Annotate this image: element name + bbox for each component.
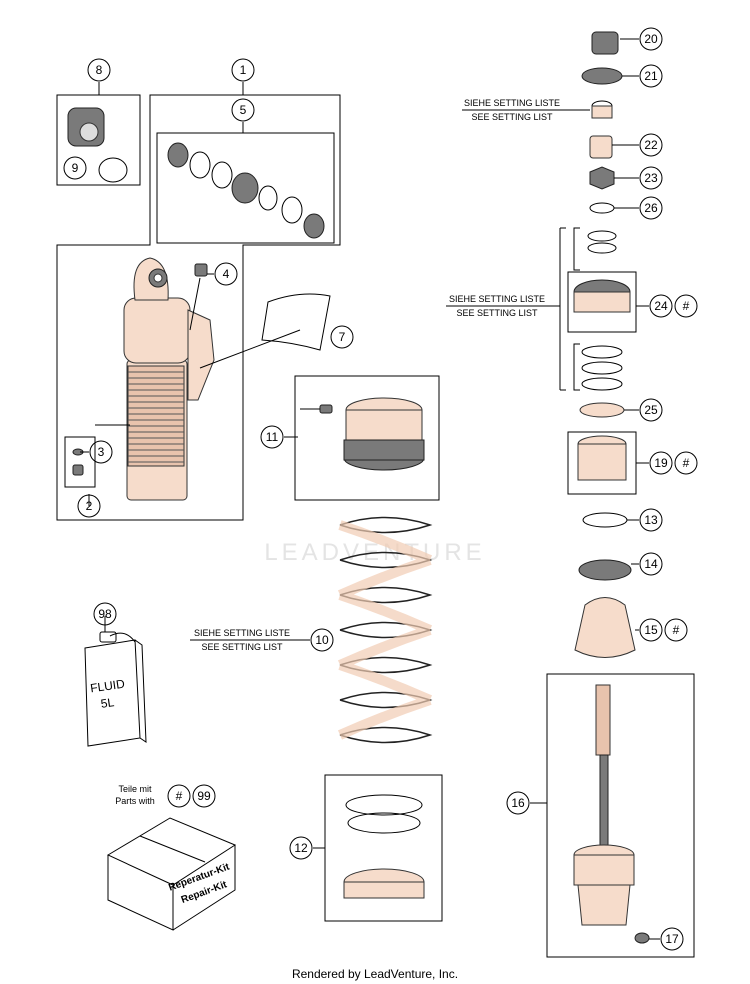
setting-note-de: SIEHE SETTING LISTE [464, 98, 560, 108]
svg-text:10: 10 [315, 633, 329, 647]
callout-15: 15 [639, 618, 663, 642]
callout-10: 10 [310, 628, 334, 652]
fluid-can: FLUID 5L [84, 631, 147, 747]
callout-22: 22 [639, 133, 663, 157]
callout-16: 16 [506, 791, 530, 815]
callout-3: 3 [89, 440, 113, 464]
svg-text:1: 1 [240, 63, 247, 77]
callout-12: 12 [289, 836, 313, 860]
svg-text:3: 3 [98, 445, 105, 459]
callout-5: 5 [231, 98, 255, 122]
svg-text:9: 9 [72, 161, 79, 175]
svg-text:99: 99 [197, 789, 211, 803]
callout-7: 7 [330, 325, 354, 349]
svg-text:7: 7 [339, 330, 346, 344]
svg-text:12: 12 [294, 841, 308, 855]
callout-hash-24: # [674, 294, 698, 318]
svg-text:#: # [673, 623, 680, 637]
setting-note-de: SIEHE SETTING LISTE [194, 628, 290, 638]
callout-11: 11 [260, 425, 284, 449]
setting-note-mid: SIEHE SETTING LISTE SEE SETTING LIST [446, 227, 566, 391]
svg-text:21: 21 [644, 69, 658, 83]
svg-text:23: 23 [644, 171, 658, 185]
svg-text:11: 11 [266, 430, 279, 444]
footer-credit: Rendered by LeadVenture, Inc. [292, 967, 458, 981]
callout-hash-15: # [664, 618, 688, 642]
callout-hash-19: # [674, 451, 698, 475]
svg-text:17: 17 [665, 932, 679, 946]
callout-1: 1 [231, 58, 255, 82]
callout-13: 13 [639, 508, 663, 532]
svg-text:26: 26 [644, 201, 658, 215]
svg-text:5: 5 [240, 103, 247, 117]
repair-kit-box: Reperatur-Kit Repair-Kit Teile mit Parts… [106, 784, 237, 931]
fluid-can-line1: FLUID [89, 677, 126, 696]
svg-text:13: 13 [644, 513, 658, 527]
callout-26: 26 [639, 196, 663, 220]
callout-20: 20 [639, 27, 663, 51]
svg-text:4: 4 [223, 267, 230, 281]
setting-note-de: SIEHE SETTING LISTE [449, 294, 545, 304]
svg-text:25: 25 [644, 403, 658, 417]
svg-text:#: # [683, 456, 690, 470]
callout-23: 23 [639, 166, 663, 190]
svg-text:#: # [683, 299, 690, 313]
damper-stack-group [546, 31, 695, 958]
callout-hash-99: # [167, 784, 191, 808]
callout-21: 21 [639, 64, 663, 88]
callout-4: 4 [214, 262, 238, 286]
svg-text:19: 19 [654, 456, 668, 470]
callout-9: 9 [63, 156, 87, 180]
fluid-can-line2: 5L [100, 695, 115, 711]
kit-label-en: Parts with [115, 796, 155, 806]
callout-24: 24 [649, 294, 673, 318]
setting-note-en: SEE SETTING LIST [471, 112, 553, 122]
callout-98: 98 [93, 602, 117, 626]
callout-19: 19 [649, 451, 673, 475]
kit-label-de: Teile mit [118, 784, 152, 794]
svg-text:16: 16 [511, 796, 525, 810]
svg-text:20: 20 [644, 32, 658, 46]
callout-8: 8 [87, 58, 111, 82]
callout-2: 2 [77, 494, 101, 518]
leader-lines [80, 38, 660, 940]
callout-99: 99 [192, 784, 216, 808]
svg-text:8: 8 [96, 63, 103, 77]
svg-text:15: 15 [644, 623, 658, 637]
svg-text:22: 22 [644, 138, 658, 152]
setting-note-top: SIEHE SETTING LISTE SEE SETTING LIST [462, 98, 590, 122]
svg-text:14: 14 [644, 557, 658, 571]
setting-note-en: SEE SETTING LIST [456, 308, 538, 318]
adjuster-spring-group [294, 375, 443, 922]
setting-note-spring: SIEHE SETTING LISTE SEE SETTING LIST [190, 628, 310, 652]
callout-14: 14 [639, 552, 663, 576]
callout-25: 25 [639, 398, 663, 422]
svg-text:#: # [176, 789, 183, 803]
shock-body-group [56, 94, 341, 521]
svg-text:24: 24 [654, 299, 668, 313]
svg-text:2: 2 [86, 499, 93, 513]
callout-17: 17 [660, 927, 684, 951]
callouts: 1 5 8 9 4 7 3 2 11 10 12 98 # 99 20 21 2… [63, 27, 698, 951]
setting-note-en: SEE SETTING LIST [201, 642, 283, 652]
svg-text:98: 98 [98, 607, 112, 621]
